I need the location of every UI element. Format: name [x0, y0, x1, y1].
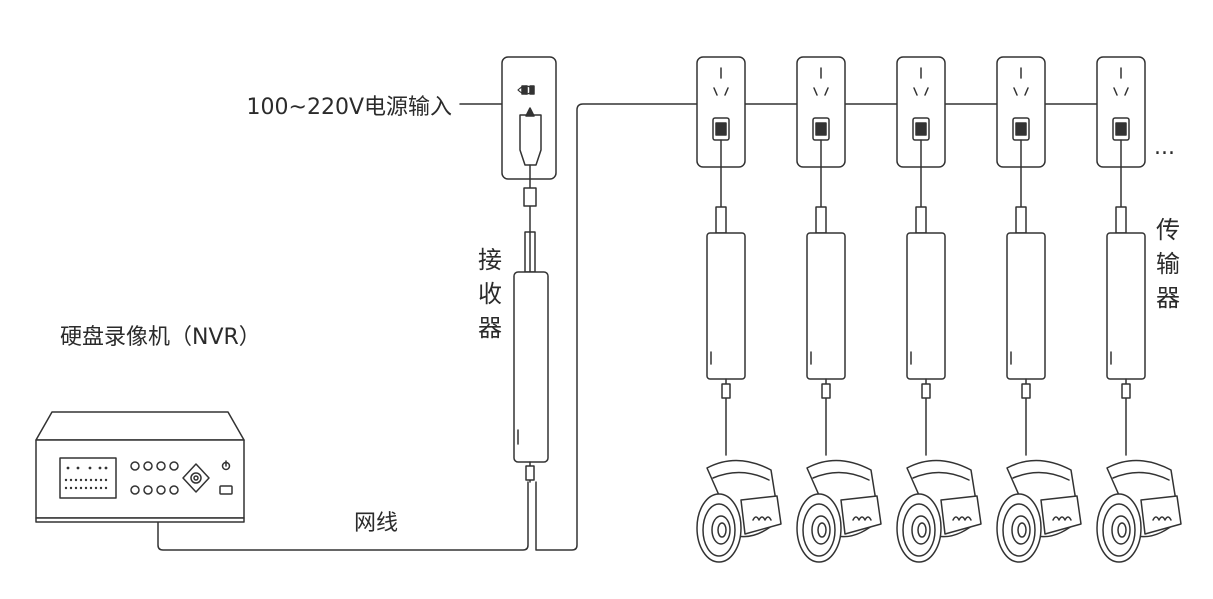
transmitter-box [1006, 232, 1046, 380]
bullet-camera-icon [1096, 459, 1182, 563]
nvr-label: 硬盘录像机（NVR） [60, 325, 261, 350]
nvr-device-icon [35, 411, 245, 523]
wall-socket-icon [1096, 56, 1146, 168]
receiver-box [513, 271, 549, 463]
network-cable [157, 481, 529, 551]
bullet-camera-icon [996, 459, 1082, 563]
wall-socket-icon [996, 56, 1046, 168]
transmitter-box [706, 232, 746, 380]
transmitter-unit [896, 56, 982, 563]
receiver-label: 接收器 [478, 246, 502, 342]
ellipsis-label: ... [1154, 135, 1175, 160]
transmitter-unit [996, 56, 1082, 563]
transmitter-unit [1096, 56, 1182, 563]
transmitter-unit [796, 56, 882, 563]
wall-socket-icon [796, 56, 846, 168]
transmitter-box [906, 232, 946, 380]
transmitter-unit [696, 56, 782, 563]
transmitter-units [696, 56, 1182, 563]
network-cable-label: 网线 [354, 511, 398, 536]
bullet-camera-icon [696, 459, 782, 563]
bullet-camera-icon [796, 459, 882, 563]
bus-cable-left [535, 103, 698, 551]
power-input-label: 100~220V电源输入 [247, 95, 452, 120]
transmitter-box [1106, 232, 1146, 380]
transmitter-label: 传输器 [1156, 216, 1180, 312]
transmitter-box [806, 232, 846, 380]
receiver-socket-icon [501, 56, 557, 180]
bullet-camera-icon [896, 459, 982, 563]
